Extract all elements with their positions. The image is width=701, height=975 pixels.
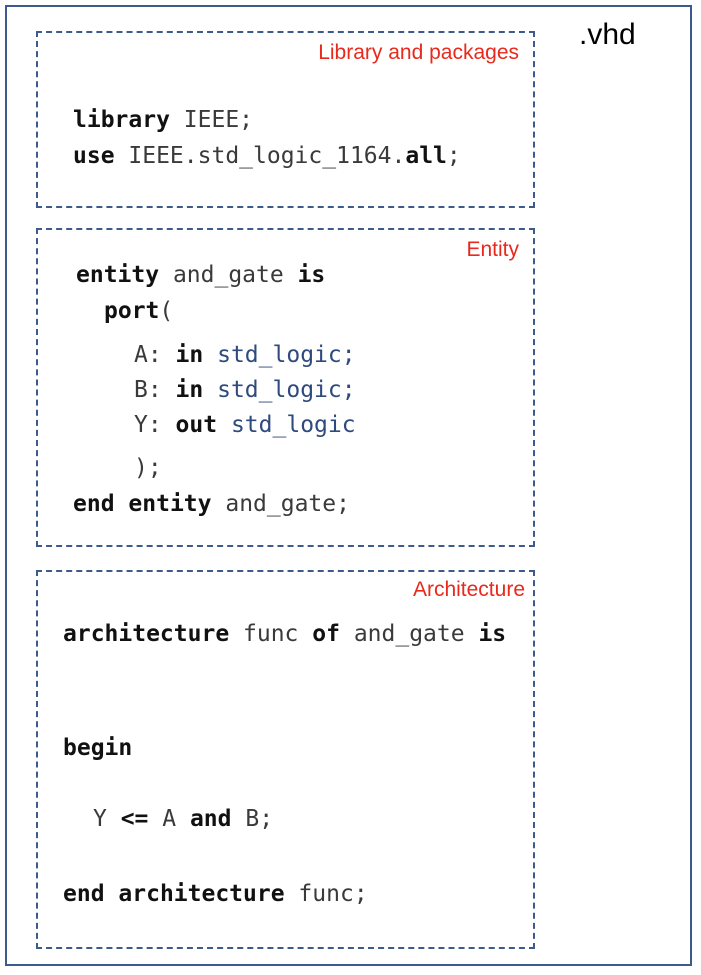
keyword: in — [175, 342, 204, 368]
keyword: is — [297, 262, 326, 288]
code-text: and_gate — [159, 262, 298, 288]
entity-section-title: Entity — [466, 238, 519, 261]
code-text: A: — [134, 342, 176, 368]
keyword: architecture — [118, 881, 285, 907]
code-text: B; — [231, 806, 274, 832]
code-text: func; — [284, 881, 368, 907]
keyword: use — [73, 143, 115, 169]
keyword: end — [63, 881, 105, 907]
keyword: architecture — [63, 621, 230, 647]
code-line-use: use IEEE.std_logic_1164.all; — [73, 145, 461, 168]
code-text: IEEE; — [169, 107, 254, 133]
code-text: func — [229, 621, 313, 647]
library-section-title: Library and packages — [318, 41, 519, 64]
code-text: Y: — [134, 412, 176, 438]
code-line-library: library IEEE; — [73, 109, 253, 132]
keyword: end — [73, 491, 115, 517]
keyword: all — [405, 143, 447, 169]
keyword: entity — [76, 262, 160, 288]
code-text: A — [148, 806, 190, 832]
code-line-port-b: B: in std_logic; — [134, 379, 356, 402]
library-section: Library and packages — [36, 31, 535, 208]
keyword: of — [312, 621, 340, 647]
keyword: port — [104, 298, 160, 324]
keyword: is — [478, 621, 507, 647]
code-line-port: port( — [104, 300, 173, 323]
code-line-end-architecture: end architecture func; — [63, 883, 368, 906]
type-name: std_logic — [230, 412, 356, 438]
code-line-port-a: A: in std_logic; — [134, 344, 356, 367]
keyword: and — [189, 806, 232, 832]
code-line-port-close: ); — [134, 457, 162, 480]
code-text — [105, 881, 119, 907]
architecture-section: Architecture — [36, 570, 535, 949]
code-text — [203, 342, 217, 368]
code-text: and_gate — [339, 621, 479, 647]
code-line-begin: begin — [63, 737, 132, 760]
keyword: library — [73, 107, 170, 133]
code-text: and_gate; — [211, 491, 350, 517]
keyword: out — [175, 412, 218, 438]
code-line-architecture: architecture func of and_gate is — [63, 623, 506, 646]
keyword: in — [175, 377, 204, 403]
file-extension-label: .vhd — [579, 18, 636, 51]
code-text: IEEE.std_logic_1164. — [114, 143, 406, 169]
code-line-assignment: Y <= A and B; — [93, 808, 273, 831]
type-name: std_logic; — [217, 377, 356, 403]
architecture-section-title: Architecture — [412, 578, 525, 601]
keyword: entity — [128, 491, 212, 517]
code-line-entity: entity and_gate is — [76, 264, 325, 287]
code-text: ); — [134, 455, 162, 481]
keyword: <= — [120, 806, 149, 832]
code-text: ; — [446, 143, 461, 169]
keyword: begin — [63, 735, 133, 761]
code-text: B: — [134, 377, 176, 403]
entity-section: Entity — [36, 228, 535, 547]
code-line-port-y: Y: out std_logic — [134, 414, 356, 437]
code-text: Y — [93, 806, 121, 832]
code-text: ( — [159, 298, 174, 324]
type-name: std_logic; — [217, 342, 356, 368]
code-text — [217, 412, 231, 438]
vhd-file-frame — [5, 5, 692, 966]
code-text — [115, 491, 129, 517]
code-line-end-entity: end entity and_gate; — [73, 493, 350, 516]
code-text — [203, 377, 217, 403]
